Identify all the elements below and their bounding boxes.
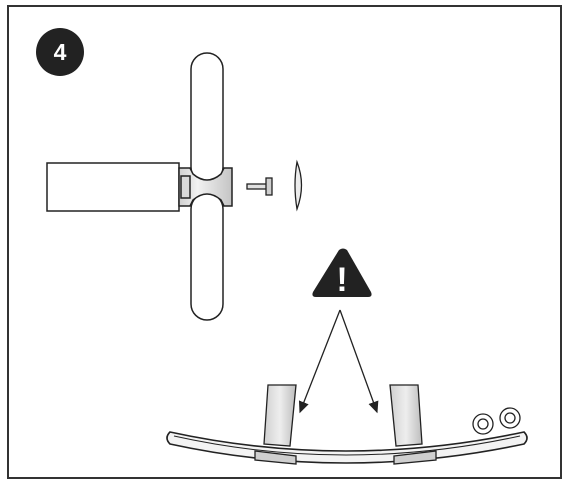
base-block [46, 162, 180, 212]
step-badge-circle [36, 28, 84, 76]
curved-rail-inner [173, 435, 521, 456]
wheel-right-hub [504, 412, 516, 424]
left-foot [254, 450, 297, 465]
screw-shaft [246, 183, 268, 190]
wheel-left-hub [477, 418, 489, 430]
screw-part [246, 177, 273, 196]
base-assembly [166, 384, 528, 465]
step-number-badge: 4 [36, 28, 84, 76]
arrow-left [298, 309, 341, 414]
warning-triangle-shape [312, 248, 372, 297]
warning-triangle-icon: ! [312, 248, 372, 299]
lower-tube [190, 192, 224, 321]
clamp-connector [178, 167, 233, 207]
upper-tube [190, 52, 224, 184]
wheel-pair [472, 407, 521, 435]
arrow-right [339, 309, 379, 414]
end-cap [294, 159, 303, 212]
screw-head [265, 177, 273, 196]
left-leg [263, 384, 297, 447]
pointer-arrows [298, 309, 379, 414]
crossbar-assembly [46, 52, 233, 321]
right-foot [393, 450, 437, 465]
warning-symbol: ! [336, 261, 347, 299]
right-leg [389, 384, 423, 447]
clamp-plate [180, 175, 191, 199]
step-number: 4 [54, 39, 67, 65]
